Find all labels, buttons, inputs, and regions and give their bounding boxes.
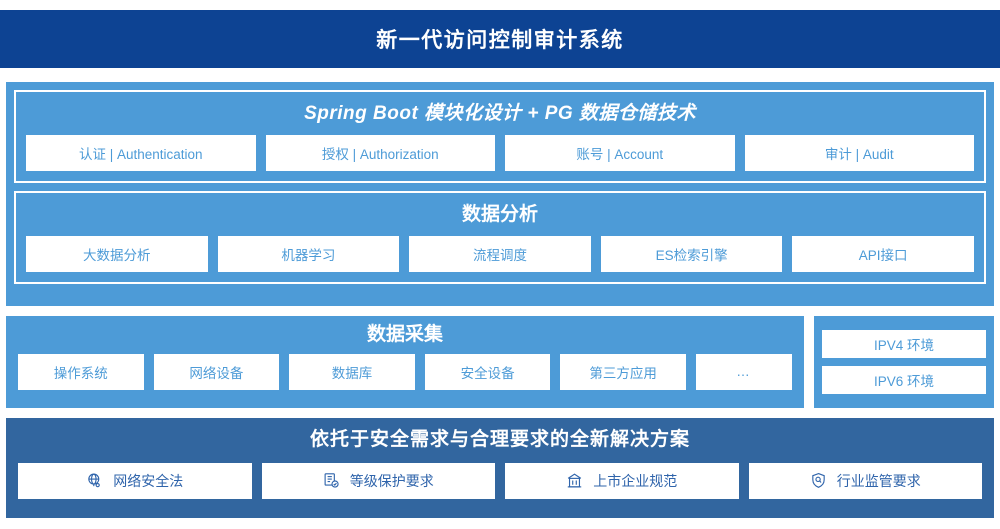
platform-group: Spring Boot 模块化设计 + PG 数据仓储技术 认证 | Authe… bbox=[14, 90, 986, 183]
chip-label: 第三方应用 bbox=[589, 365, 657, 381]
collection-chip-row: 操作系统 网络设备 数据库 安全设备 第三方应用 … bbox=[18, 353, 792, 390]
chip-label: 等级保护要求 bbox=[349, 472, 434, 489]
chip-label: 机器学习 bbox=[281, 247, 336, 263]
compliance-chip-cybersecurity-law[interactable]: 网络安全法 bbox=[18, 462, 252, 499]
bank-building-icon bbox=[566, 472, 583, 489]
compliance-chip-industry-supervision[interactable]: 行业监管要求 bbox=[748, 462, 982, 499]
analysis-chip-process-scheduling[interactable]: 流程调度 bbox=[409, 235, 591, 272]
platform-chip-row: 认证 | Authentication 授权 | Authorization 账… bbox=[26, 134, 974, 171]
environment-chip-ipv4[interactable]: IPV4 环境 bbox=[822, 330, 986, 358]
collection-chip-more[interactable]: … bbox=[695, 353, 792, 390]
collection-panel: 数据采集 操作系统 网络设备 数据库 安全设备 第三方应用 … bbox=[6, 316, 804, 408]
chip-label: 流程调度 bbox=[472, 247, 527, 263]
platform-chip-account[interactable]: 账号 | Account bbox=[505, 134, 735, 171]
chip-label: IPV6 环境 bbox=[873, 374, 935, 389]
compliance-panel: 依托于安全需求与合理要求的全新解决方案 网络安全法 bbox=[6, 418, 994, 518]
collection-row: 数据采集 操作系统 网络设备 数据库 安全设备 第三方应用 … bbox=[6, 316, 994, 408]
chip-label: 认证 | Authentication bbox=[78, 146, 203, 162]
chip-label: 大数据分析 bbox=[83, 247, 151, 263]
chip-label: 授权 | Authorization bbox=[321, 146, 439, 162]
platform-panel: Spring Boot 模块化设计 + PG 数据仓储技术 认证 | Authe… bbox=[6, 82, 994, 306]
compliance-chip-classified-protection[interactable]: 等级保护要求 bbox=[261, 462, 495, 499]
analysis-chip-api[interactable]: API接口 bbox=[792, 235, 974, 272]
chip-label: 网络设备 bbox=[189, 365, 244, 381]
collection-panel-title: 数据采集 bbox=[366, 324, 443, 345]
chip-label: API接口 bbox=[858, 247, 908, 263]
document-check-icon bbox=[323, 472, 340, 489]
compliance-chip-row: 网络安全法 等级保护要求 bbox=[18, 462, 982, 499]
analysis-group-title: 数据分析 bbox=[461, 203, 538, 225]
compliance-panel-title: 依托于安全需求与合理要求的全新解决方案 bbox=[309, 429, 690, 450]
platform-group-title: Spring Boot 模块化设计 + PG 数据仓储技术 bbox=[304, 103, 696, 124]
collection-chip-third-party-app[interactable]: 第三方应用 bbox=[560, 353, 686, 390]
chip-label: ES检索引擎 bbox=[655, 247, 728, 263]
chip-label: IPV4 环境 bbox=[873, 338, 935, 353]
platform-chip-audit[interactable]: 审计 | Audit bbox=[744, 134, 974, 171]
compliance-chip-listed-enterprise[interactable]: 上市企业规范 bbox=[505, 462, 739, 499]
platform-chip-authorization[interactable]: 授权 | Authorization bbox=[265, 134, 495, 171]
analysis-chip-row: 大数据分析 机器学习 流程调度 ES检索引擎 API接口 bbox=[26, 235, 974, 272]
ellipsis-icon: … bbox=[736, 364, 752, 380]
chip-label: 行业监管要求 bbox=[836, 472, 921, 489]
analysis-chip-bigdata[interactable]: 大数据分析 bbox=[26, 235, 208, 272]
environment-panel: IPV4 环境 IPV6 环境 bbox=[814, 316, 994, 408]
page-title: 新一代访问控制审计系统 bbox=[376, 29, 624, 52]
shield-search-icon bbox=[810, 472, 827, 489]
chip-label: 安全设备 bbox=[460, 365, 515, 381]
collection-chip-network-device[interactable]: 网络设备 bbox=[153, 353, 280, 390]
page-header: 新一代访问控制审计系统 bbox=[0, 10, 1000, 68]
chip-label: 上市企业规范 bbox=[593, 472, 678, 489]
analysis-group: 数据分析 大数据分析 机器学习 流程调度 ES检索引擎 API接口 bbox=[14, 190, 986, 284]
collection-chip-security-device[interactable]: 安全设备 bbox=[424, 353, 551, 390]
chip-label: 审计 | Audit bbox=[824, 146, 894, 162]
chip-label: 网络安全法 bbox=[113, 472, 184, 489]
environment-chip-ipv6[interactable]: IPV6 环境 bbox=[822, 366, 986, 394]
chip-label: 账号 | Account bbox=[576, 146, 664, 162]
collection-chip-database[interactable]: 数据库 bbox=[289, 353, 415, 390]
platform-chip-authentication[interactable]: 认证 | Authentication bbox=[26, 134, 256, 171]
chip-label: 操作系统 bbox=[53, 365, 108, 381]
globe-network-icon bbox=[86, 472, 103, 489]
analysis-chip-machine-learning[interactable]: 机器学习 bbox=[217, 235, 400, 272]
collection-chip-os[interactable]: 操作系统 bbox=[18, 353, 144, 390]
analysis-chip-es-search[interactable]: ES检索引擎 bbox=[600, 235, 783, 272]
chip-label: 数据库 bbox=[331, 365, 373, 381]
